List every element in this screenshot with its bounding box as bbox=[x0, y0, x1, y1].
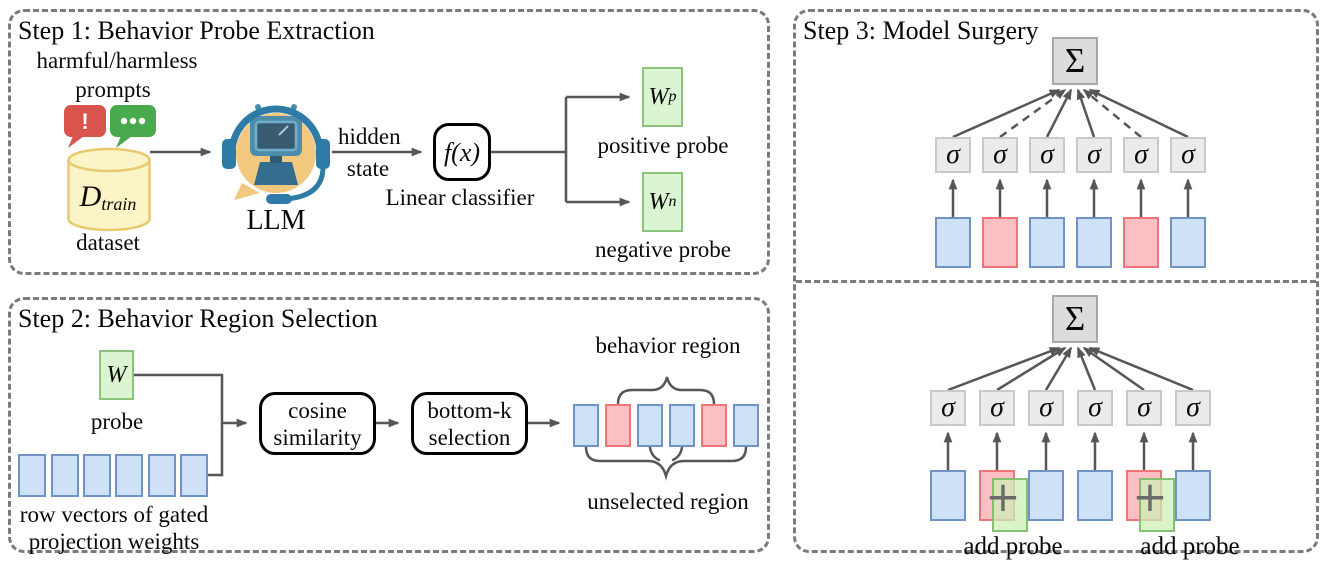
sigma-box: σ bbox=[1126, 390, 1162, 426]
negative-probe-caption: negative probe bbox=[594, 237, 732, 262]
step3-divider bbox=[796, 280, 1316, 283]
result-cell bbox=[701, 404, 727, 447]
sigma-box: σ bbox=[1170, 137, 1206, 173]
dataset-cylinder-icon bbox=[67, 147, 151, 232]
neuron-cell bbox=[935, 217, 971, 268]
probe-overlay-box bbox=[1139, 478, 1175, 532]
positive-probe-sub: p bbox=[668, 88, 677, 105]
row-vector-cell bbox=[115, 454, 143, 497]
sum-symbol: Σ bbox=[1064, 299, 1086, 338]
sigma-box: σ bbox=[935, 137, 971, 173]
probe-caption: probe bbox=[90, 409, 144, 434]
sum-symbol: Σ bbox=[1064, 41, 1086, 80]
add-plus-icon: + bbox=[1132, 471, 1168, 521]
row-vector-cell bbox=[51, 454, 79, 497]
sum-box-top: Σ bbox=[1052, 37, 1098, 85]
sigma-box: σ bbox=[930, 390, 966, 426]
llm-robot-icon bbox=[222, 104, 330, 204]
sum-box-bottom: Σ bbox=[1052, 295, 1098, 343]
sigma-symbol: σ bbox=[1039, 392, 1053, 423]
result-cell bbox=[669, 404, 695, 447]
sigma-symbol: σ bbox=[946, 139, 960, 170]
step3-title: Step 3: Model Surgery bbox=[803, 16, 1039, 45]
result-cell bbox=[573, 404, 599, 447]
harmful-prompt-icon: ! bbox=[64, 105, 106, 148]
sigma-box: σ bbox=[1123, 137, 1159, 173]
neuron-cell bbox=[1170, 217, 1206, 268]
sigma-symbol: σ bbox=[1088, 392, 1102, 423]
harmless-prompt-icon bbox=[110, 105, 156, 148]
sigma-box: σ bbox=[1175, 390, 1211, 426]
dataset-symbol: Dtrain bbox=[58, 180, 158, 215]
add-probe-caption: add probe bbox=[963, 533, 1063, 560]
prompts-caption-line2: prompts bbox=[75, 77, 151, 102]
bottomk-line2: selection bbox=[428, 424, 511, 450]
sigma-box: σ bbox=[1076, 137, 1112, 173]
negative-probe-symbol: W bbox=[648, 188, 669, 215]
dataset-caption: dataset bbox=[76, 230, 140, 255]
neuron-cell bbox=[1076, 217, 1112, 268]
positive-probe-symbol: W bbox=[648, 83, 669, 110]
sigma-box: σ bbox=[1029, 137, 1065, 173]
neuron-cell bbox=[982, 217, 1018, 268]
result-cell bbox=[733, 404, 759, 447]
neuron-cell bbox=[1175, 470, 1211, 521]
sigma-box: σ bbox=[1077, 390, 1113, 426]
sigma-symbol: σ bbox=[1087, 139, 1101, 170]
neuron-cell bbox=[1028, 470, 1064, 521]
neuron-cell bbox=[1029, 217, 1065, 268]
sigma-symbol: σ bbox=[941, 392, 955, 423]
row-vector-cell bbox=[180, 454, 208, 497]
probe-overlay-box bbox=[992, 478, 1028, 532]
row-vector-cell bbox=[18, 454, 46, 497]
hidden-state-line1: hidden bbox=[338, 124, 401, 149]
negative-probe-sub: n bbox=[668, 193, 677, 210]
neuron-cell bbox=[930, 470, 966, 521]
probe-symbol: W bbox=[106, 361, 127, 388]
prompts-caption-line1: harmful/harmless bbox=[36, 48, 198, 73]
cosine-line2: similarity bbox=[273, 424, 362, 450]
hidden-state-line2: state bbox=[346, 156, 390, 181]
row-vector-cell bbox=[148, 454, 176, 497]
dataset-symbol-sub: train bbox=[101, 194, 137, 214]
row-vectors-caption-line1: row vectors of gated bbox=[19, 502, 209, 527]
probe-box: W bbox=[99, 350, 134, 400]
classifier-caption: Linear classifier bbox=[385, 185, 535, 210]
step1-title: Step 1: Behavior Probe Extraction bbox=[18, 16, 375, 45]
neuron-cell bbox=[1123, 217, 1159, 268]
sigma-symbol: σ bbox=[1134, 139, 1148, 170]
cosine-line1: cosine bbox=[288, 397, 347, 423]
positive-probe-caption: positive probe bbox=[597, 133, 729, 158]
neuron-cell bbox=[1077, 470, 1113, 521]
add-probe-caption: add probe bbox=[1140, 533, 1240, 560]
behavior-region-caption: behavior region bbox=[595, 333, 741, 358]
result-cell bbox=[605, 404, 631, 447]
classifier-symbol: f(x) bbox=[443, 137, 481, 167]
add-plus-icon: + bbox=[985, 471, 1021, 521]
sigma-box: σ bbox=[982, 137, 1018, 173]
step2-title: Step 2: Behavior Region Selection bbox=[18, 304, 378, 333]
sigma-symbol: σ bbox=[1137, 392, 1151, 423]
sigma-symbol: σ bbox=[993, 139, 1007, 170]
sigma-symbol: σ bbox=[1181, 139, 1195, 170]
unselected-region-caption: unselected region bbox=[587, 489, 749, 514]
sigma-symbol: σ bbox=[1186, 392, 1200, 423]
ellipsis-icon bbox=[120, 117, 146, 125]
result-cell bbox=[637, 404, 663, 447]
dataset-symbol-main: D bbox=[79, 180, 102, 213]
sigma-symbol: σ bbox=[990, 392, 1004, 423]
row-vectors-caption-line2: projection weights bbox=[28, 529, 200, 554]
sigma-box: σ bbox=[979, 390, 1015, 426]
sigma-symbol: σ bbox=[1040, 139, 1054, 170]
exclaim-glyph: ! bbox=[81, 109, 88, 134]
row-vector-cell bbox=[83, 454, 111, 497]
classifier-box: f(x) bbox=[433, 123, 491, 181]
sigma-box: σ bbox=[1028, 390, 1064, 426]
bottomk-line1: bottom-k bbox=[427, 397, 512, 423]
llm-caption: LLM bbox=[246, 205, 306, 236]
